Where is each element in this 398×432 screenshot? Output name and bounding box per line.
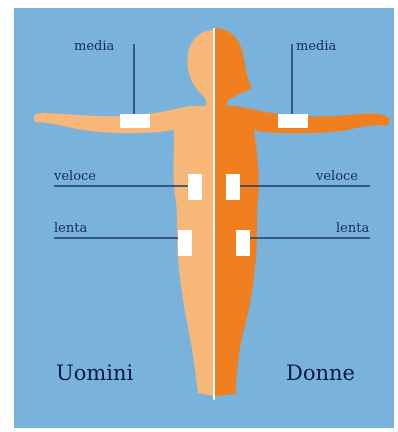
men-lenta-label: lenta bbox=[54, 221, 87, 236]
women-media-label: media bbox=[296, 39, 337, 54]
body-diagram: media veloce lenta media veloce lenta bbox=[14, 8, 394, 428]
men-veloce-patch bbox=[188, 174, 202, 200]
men-caption: Uomini bbox=[56, 361, 133, 385]
women-lenta-patch bbox=[236, 230, 250, 256]
men-veloce-label: veloce bbox=[53, 169, 96, 184]
women-lenta-label: lenta bbox=[336, 221, 369, 236]
men-media-label: media bbox=[74, 39, 115, 54]
men-media-patch bbox=[120, 114, 150, 128]
women-veloce-label: veloce bbox=[315, 169, 358, 184]
women-caption: Donne bbox=[286, 361, 355, 385]
men-lenta-patch bbox=[178, 230, 192, 256]
women-media-patch bbox=[278, 114, 308, 128]
women-veloce-patch bbox=[226, 174, 240, 200]
diagram-frame: media veloce lenta media veloce lenta bbox=[14, 8, 394, 428]
